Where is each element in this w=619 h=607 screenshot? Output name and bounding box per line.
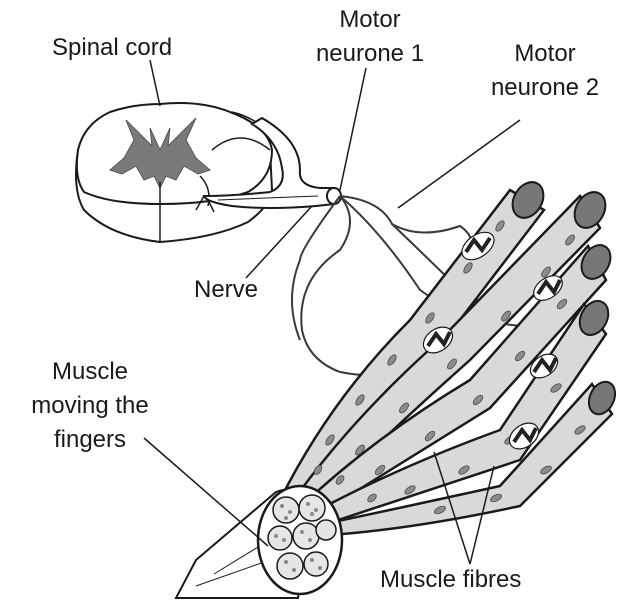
- label-spinal-cord: Spinal cord: [52, 34, 172, 62]
- label-muscle-line2: moving the: [20, 392, 160, 420]
- label-motor-neurone-1-line1: Motor: [300, 6, 440, 34]
- label-muscle-line1: Muscle: [20, 358, 160, 386]
- muscle-fibres: [280, 177, 619, 536]
- label-motor-neurone-1-line2: neurone 1: [300, 40, 440, 68]
- label-nerve: Nerve: [194, 276, 258, 304]
- axon-3: [340, 196, 471, 252]
- leader-muscle: [144, 438, 268, 546]
- label-motor-neurone-2-line2: neurone 2: [480, 74, 610, 102]
- spinal-cord: [76, 103, 276, 242]
- label-muscle-line3: fingers: [20, 426, 160, 454]
- muscle: [176, 486, 342, 598]
- leader-motor-neurone-2: [398, 120, 520, 208]
- label-motor-neurone-2-line1: Motor: [480, 40, 610, 68]
- label-muscle-fibres: Muscle fibres: [380, 566, 521, 594]
- leader-motor-neurone-1: [340, 68, 366, 190]
- leader-spinal-cord: [150, 60, 160, 106]
- axon-2: [292, 196, 340, 340]
